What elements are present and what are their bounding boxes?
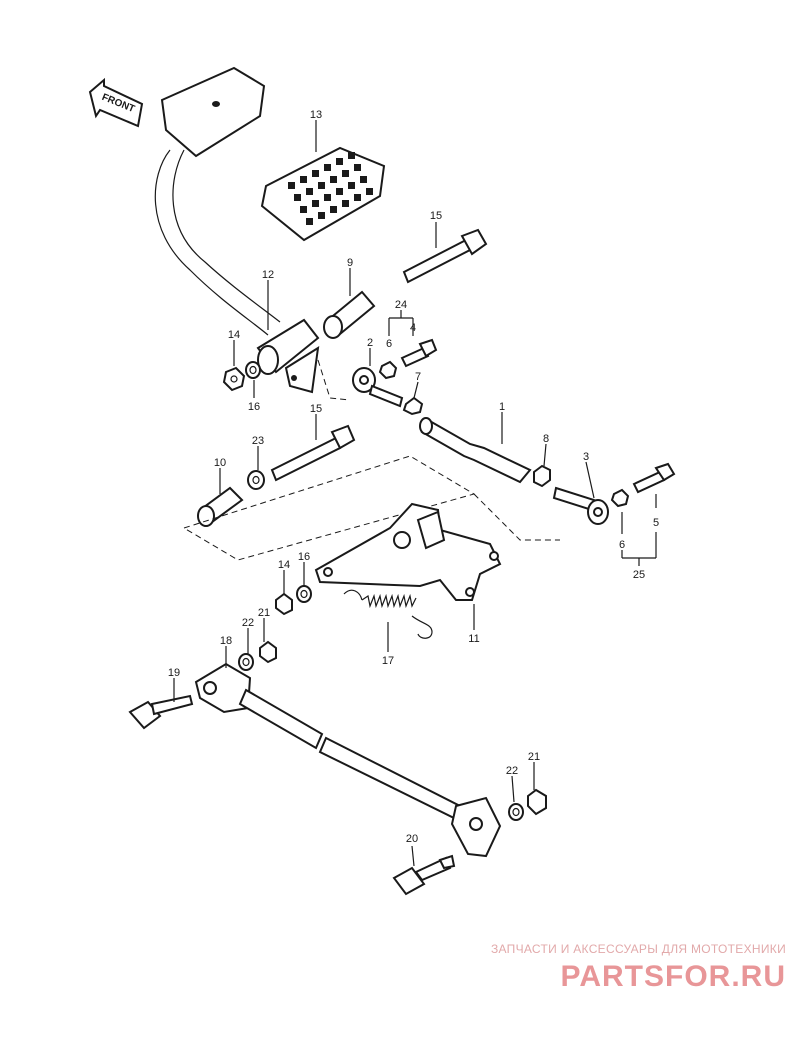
bolt-19 [128,694,194,730]
collar-10 [197,486,244,527]
return-spring-17 [343,589,433,639]
nut-7 [402,396,424,416]
rod-end-2 [352,367,404,408]
callout-20: 20 [406,833,418,845]
callout-24: 24 [395,299,407,311]
callout-17: 17 [382,655,394,667]
watermark-tagline: ЗАПЧАСТИ И АКСЕССУАРЫ ДЛЯ МОТОТЕХНИКИ [490,942,786,956]
front-arrow: FRONT [88,77,144,128]
callout-21-lower: 21 [528,751,540,763]
nut-14-lower [275,592,293,616]
watermark: ЗАПЧАСТИ И АКСЕССУАРЫ ДЛЯ МОТОТЕХНИКИ PA… [491,942,786,994]
callout-3: 3 [583,451,589,463]
linkage-rod-18 [194,662,502,858]
callout-6-lower: 6 [619,539,625,551]
callout-9: 9 [347,257,353,269]
callout-21-upper: 21 [258,607,270,619]
bolt-20 [392,854,456,896]
callout-7: 7 [415,371,421,383]
callout-13: 13 [310,109,322,121]
brake-rod-1 [419,417,532,484]
callout-14-lower: 14 [278,559,290,571]
callout-16-upper: 16 [248,401,260,413]
nut-21-upper [259,640,277,664]
alignment-guide-upper [317,359,351,401]
nut-6-upper [378,360,398,380]
nut-21-lower [527,788,547,816]
pivot-bolt-upper [402,228,488,284]
callout-11: 11 [468,633,479,645]
callout-10: 10 [214,457,226,469]
callout-18: 18 [220,635,232,647]
pedal-rubber-pad [260,146,386,242]
callout-22-lower: 22 [506,765,518,777]
callout-8: 8 [543,433,549,445]
callout-4: 4 [410,322,416,334]
brake-pedal [154,66,320,394]
callout-19: 19 [168,667,180,679]
watermark-logo: PARTSFOR.RU [560,960,786,993]
bolt-4 [400,338,438,368]
washer-23 [247,470,265,490]
callout-12: 12 [262,269,274,281]
callout-5: 5 [653,517,659,529]
rod-end-3 [552,486,609,525]
callout-22-upper: 22 [242,617,254,629]
callout-1: 1 [499,401,505,413]
washer-22-lower [508,803,524,821]
callout-2: 2 [367,337,373,349]
nut-8 [533,464,551,488]
washer-16-lower [296,585,312,603]
collar-9 [323,290,376,339]
callout-6-upper: 6 [386,338,392,350]
part-callouts: 13 15 9 12 24 2 6 4 14 16 7 1 8 3 15 23 … [168,109,659,845]
bolt-5 [632,462,676,494]
leader-lines [173,120,657,867]
callout-25: 25 [633,569,645,581]
callout-23: 23 [252,435,264,447]
bracket-11 [314,502,502,601]
pivot-bolt-lower [270,424,356,482]
washer-16-upper [245,361,261,379]
callout-14-upper: 14 [228,329,240,341]
nut-6-lower [610,488,630,508]
callout-15-lower: 15 [310,403,322,415]
callout-16-lower: 16 [298,551,310,563]
nut-14-upper [222,366,246,392]
washer-22-upper [238,653,254,671]
alignment-guide-right [473,493,560,541]
callout-15-upper: 15 [430,210,442,222]
